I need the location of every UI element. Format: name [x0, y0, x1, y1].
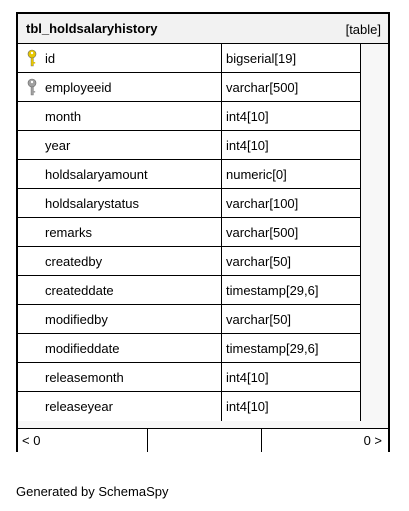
column-type: int4[10]	[226, 138, 269, 153]
column-row[interactable]: employeeid varchar[500]	[18, 73, 361, 102]
column-type-cell: timestamp[29,6]	[222, 276, 361, 304]
column-row[interactable]: holdsalaryamount numeric[0]	[18, 160, 361, 189]
column-type-cell: varchar[500]	[222, 218, 361, 246]
column-name-cell: releaseyear	[18, 392, 222, 421]
column-row[interactable]: releasemonth int4[10]	[18, 363, 361, 392]
row-gutter	[361, 44, 388, 428]
column-name-cell: createdby	[18, 247, 222, 275]
column-type: timestamp[29,6]	[226, 283, 319, 298]
column-name[interactable]: createdby	[45, 254, 103, 269]
column-type: int4[10]	[226, 370, 269, 385]
column-type: int4[10]	[226, 109, 269, 124]
column-name-cell: modifieddate	[18, 334, 222, 362]
column-type: varchar[500]	[226, 225, 299, 240]
column-type: int4[10]	[226, 399, 269, 414]
column-type: varchar[100]	[226, 196, 299, 211]
column-type-cell: int4[10]	[222, 131, 361, 159]
column-name[interactable]: month	[45, 109, 82, 124]
column-name[interactable]: employeeid	[45, 80, 112, 95]
column-name[interactable]: year	[45, 138, 71, 153]
column-type-cell: numeric[0]	[222, 160, 361, 188]
primary-key-icon	[27, 49, 37, 67]
column-type: varchar[50]	[226, 254, 292, 269]
column-type-cell: varchar[100]	[222, 189, 361, 217]
column-type-cell: timestamp[29,6]	[222, 334, 361, 362]
column-row[interactable]: modifiedby varchar[50]	[18, 305, 361, 334]
table-entity: tbl_holdsalaryhistory [table] id bigseria…	[16, 12, 390, 452]
parents-count-cell[interactable]: < 0	[18, 429, 148, 452]
column-type: bigserial[19]	[226, 51, 297, 66]
column-type-cell: int4[10]	[222, 363, 361, 391]
column-row[interactable]: year int4[10]	[18, 131, 361, 160]
column-type-cell: int4[10]	[222, 102, 361, 130]
column-row[interactable]: remarks varchar[500]	[18, 218, 361, 247]
column-name-cell: modifiedby	[18, 305, 222, 333]
table-name[interactable]: tbl_holdsalaryhistory	[26, 21, 158, 36]
column-name-cell: holdsalaryamount	[18, 160, 222, 188]
table-header[interactable]: tbl_holdsalaryhistory [table]	[18, 14, 388, 44]
column-row[interactable]: releaseyear int4[10]	[18, 392, 361, 421]
children-count[interactable]: 0 >	[363, 433, 382, 448]
generated-by-text: Generated by SchemaSpy	[16, 484, 169, 499]
column-type: timestamp[29,6]	[226, 341, 319, 356]
column-name-cell: year	[18, 131, 222, 159]
column-name[interactable]: modifiedby	[45, 312, 108, 327]
column-type-cell: varchar[500]	[222, 73, 361, 101]
column-list: id bigserial[19] employeeid varchar[500] mon…	[18, 44, 361, 421]
column-type-cell: int4[10]	[222, 392, 361, 421]
column-name[interactable]: id	[45, 51, 56, 66]
column-type-cell: varchar[50]	[222, 247, 361, 275]
column-row[interactable]: month int4[10]	[18, 102, 361, 131]
column-name-cell: holdsalarystatus	[18, 189, 222, 217]
column-type-cell: varchar[50]	[222, 305, 361, 333]
column-name-cell: releasemonth	[18, 363, 222, 391]
column-name[interactable]: releasemonth	[45, 370, 124, 385]
column-row[interactable]: createdby varchar[50]	[18, 247, 361, 276]
column-type: numeric[0]	[226, 167, 287, 182]
table-type-label: [table]	[345, 22, 381, 37]
column-name[interactable]: holdsalaryamount	[45, 167, 148, 182]
relationship-footer: < 0 0 >	[18, 428, 388, 452]
column-name-cell: month	[18, 102, 222, 130]
column-name-cell: remarks	[18, 218, 222, 246]
column-name[interactable]: modifieddate	[45, 341, 120, 356]
column-name-cell: createddate	[18, 276, 222, 304]
column-row[interactable]: modifieddate timestamp[29,6]	[18, 334, 361, 363]
column-name-cell: id	[18, 44, 222, 72]
children-count-cell[interactable]: 0 >	[262, 429, 388, 452]
column-name[interactable]: createddate	[45, 283, 114, 298]
column-row[interactable]: createddate timestamp[29,6]	[18, 276, 361, 305]
column-type: varchar[50]	[226, 312, 292, 327]
column-name[interactable]: releaseyear	[45, 399, 113, 414]
column-type-cell: bigserial[19]	[222, 44, 361, 72]
foreign-key-icon	[27, 78, 37, 96]
footer-spacer	[148, 429, 262, 452]
column-name-cell: employeeid	[18, 73, 222, 101]
parents-count[interactable]: < 0	[22, 433, 41, 448]
column-name[interactable]: holdsalarystatus	[45, 196, 139, 211]
column-row[interactable]: id bigserial[19]	[18, 44, 361, 73]
column-row[interactable]: holdsalarystatus varchar[100]	[18, 189, 361, 218]
column-type: varchar[500]	[226, 80, 299, 95]
column-name[interactable]: remarks	[45, 225, 92, 240]
